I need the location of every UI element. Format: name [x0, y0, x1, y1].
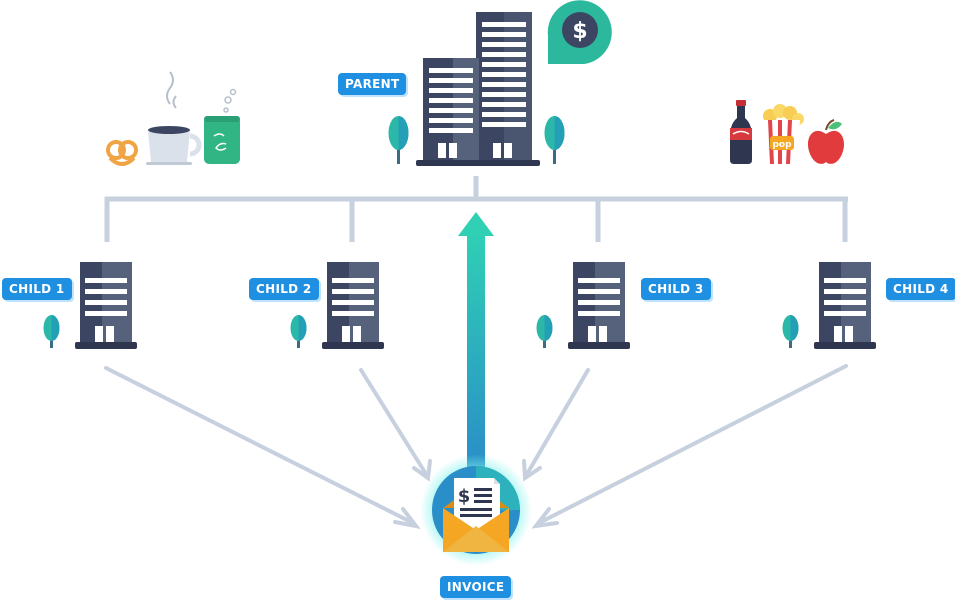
tree-icon	[782, 315, 799, 348]
invoice-envelope-icon: $	[420, 454, 532, 566]
parent-label: PARENT	[338, 73, 407, 95]
child-3-label: CHILD 3	[641, 278, 711, 300]
tree-icon	[544, 116, 565, 164]
drink-can-icon	[204, 88, 240, 164]
child-building-1	[75, 262, 137, 349]
arrow-child2-to-invoice	[359, 368, 432, 482]
invoice-paper: $	[454, 478, 500, 536]
parent-building	[416, 12, 540, 166]
upward-payment-arrow	[458, 212, 494, 468]
child-2-label: CHILD 2	[249, 278, 319, 300]
popcorn-label: pop	[772, 140, 792, 150]
apple-icon	[807, 119, 845, 164]
hierarchy-connector	[104, 176, 848, 242]
coffee-cup-icon	[146, 71, 202, 165]
popcorn-icon: pop	[763, 104, 804, 164]
child-1-label: CHILD 1	[2, 278, 72, 300]
invoice-label: INVOICE	[440, 576, 512, 598]
dollar-pin-icon: $	[547, 0, 612, 64]
tree-icon	[536, 315, 553, 348]
child-building-2	[322, 262, 384, 349]
child-building-3	[568, 262, 630, 349]
child-building-4	[814, 262, 876, 349]
soda-bottle-icon	[730, 100, 752, 164]
arrow-child1-to-invoice	[104, 366, 421, 529]
tree-icon	[388, 116, 409, 164]
tree-icon	[290, 315, 307, 348]
svg-text:$: $	[458, 486, 471, 507]
svg-text:$: $	[572, 19, 587, 44]
arrow-child3-to-invoice	[522, 368, 590, 482]
arrow-child4-to-invoice	[531, 364, 848, 529]
child-4-label: CHILD 4	[886, 278, 955, 300]
pretzel-icon	[106, 140, 138, 166]
tree-icon	[43, 315, 60, 348]
invoice-arrows	[104, 364, 848, 529]
